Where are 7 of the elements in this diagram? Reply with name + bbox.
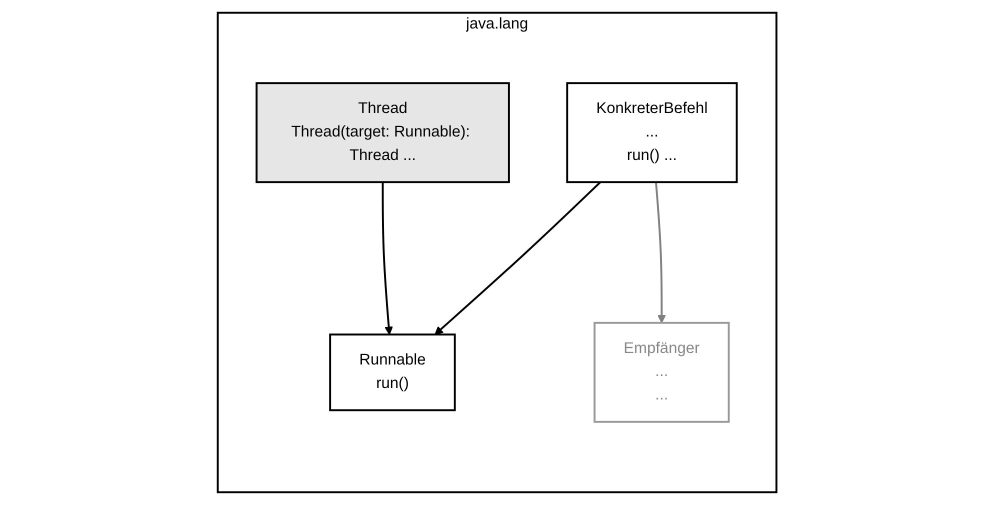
node-box: Thread Thread(target: Runnable): Thread ... — [256, 82, 510, 184]
node-box: Empfänger ... ... — [594, 322, 730, 423]
arrow — [655, 182, 666, 324]
node-box: KonkreterBefehl ... run() ... — [566, 82, 738, 184]
node-box: Runnable run() — [330, 334, 456, 412]
arrow — [382, 182, 394, 335]
arrow — [434, 181, 602, 335]
